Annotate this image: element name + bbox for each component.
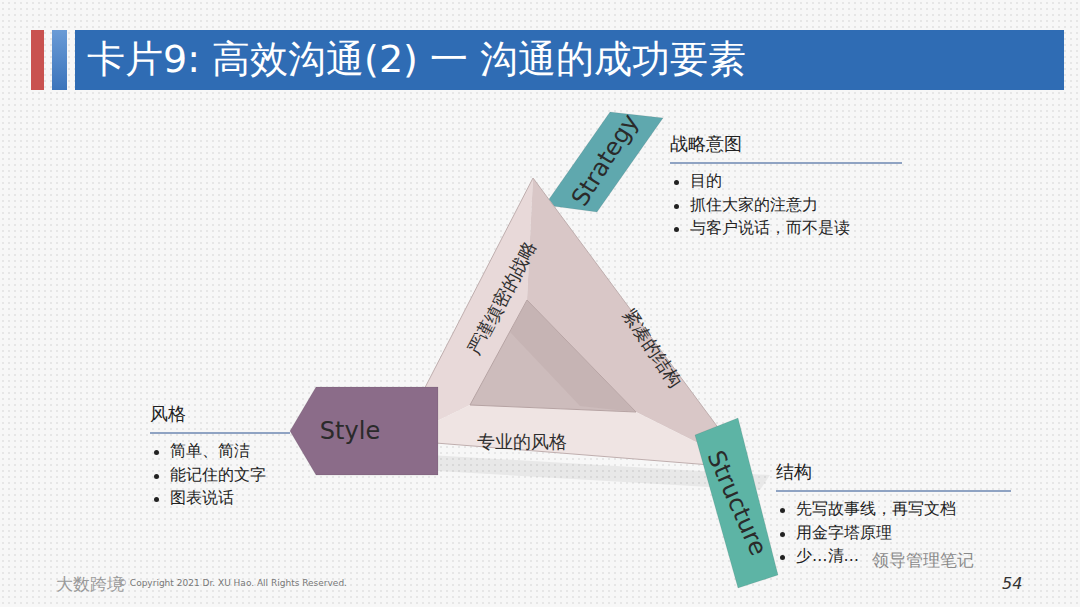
bullet-text: 能记住的文字 [170, 466, 266, 484]
panel-heading: 风格 [150, 402, 290, 434]
copyright-note: © Copyright 2021 Dr. XU Hao. All Rights … [118, 578, 347, 588]
bullet-dot [780, 508, 785, 513]
slide-title: 卡片9: 高效沟通(2) 一 沟通的成功要素 [75, 30, 746, 88]
bullet-text: 目的 [690, 172, 722, 190]
page-number: 54 [1002, 574, 1022, 593]
red-accent-bar [31, 30, 44, 90]
bullet-item: 目的 [670, 170, 902, 194]
outer-edge [398, 178, 748, 468]
bullet-item: 先写故事线，再写文档 [776, 498, 1011, 522]
bullet-dot [674, 204, 679, 209]
structure-band: Structure [690, 410, 782, 590]
bullet-text: 少…清… [796, 547, 859, 565]
bullet-text: 与客户说话，而不是读 [690, 219, 850, 237]
bullet-dot [674, 227, 679, 232]
side-label: 专业的风格 [477, 430, 567, 454]
strategy-band: Strategy [535, 110, 665, 215]
strategy-panel: 战略意图目的抓住大家的注意力与客户说话，而不是读 [670, 132, 902, 241]
inner-shade [510, 300, 636, 412]
bullet-dot [154, 497, 159, 502]
bullet-text: 图表说话 [170, 489, 234, 507]
bullet-dot [674, 180, 679, 185]
bullet-text: 用金字塔原理 [796, 524, 892, 542]
bullet-item: 能记住的文字 [150, 464, 290, 488]
band-label: Style [320, 417, 380, 445]
bullet-item: 简单、简洁 [150, 440, 290, 464]
bullet-dot [154, 474, 159, 479]
bullet-item: 与客户说话，而不是读 [670, 217, 902, 241]
watermark: 领导管理笔记 [872, 549, 974, 572]
bullet-item: 用金字塔原理 [776, 522, 1011, 546]
bullet-dot [780, 532, 785, 537]
watermark: 大数跨境 [56, 573, 124, 596]
title-bar [75, 30, 1064, 90]
bullet-item: 图表说话 [150, 487, 290, 511]
bullet-text: 先写故事线，再写文档 [796, 500, 956, 518]
band-outline [695, 418, 778, 588]
style-band: Style [288, 385, 438, 477]
title-holder: 卡片9: 高效沟通(2) 一 沟通的成功要素 [75, 30, 746, 90]
band-outline [290, 387, 438, 475]
bullet-text: 简单、简洁 [170, 442, 250, 460]
bullet-item: 抓住大家的注意力 [670, 194, 902, 218]
blue-accent-bar [52, 30, 67, 90]
bullet-dot [780, 555, 785, 560]
bullet-text: 抓住大家的注意力 [690, 196, 818, 214]
panel-heading: 结构 [776, 460, 1011, 492]
style-panel: 风格简单、简洁能记住的文字图表说话 [150, 402, 290, 511]
bullet-dot [154, 450, 159, 455]
panel-heading: 战略意图 [670, 132, 902, 164]
